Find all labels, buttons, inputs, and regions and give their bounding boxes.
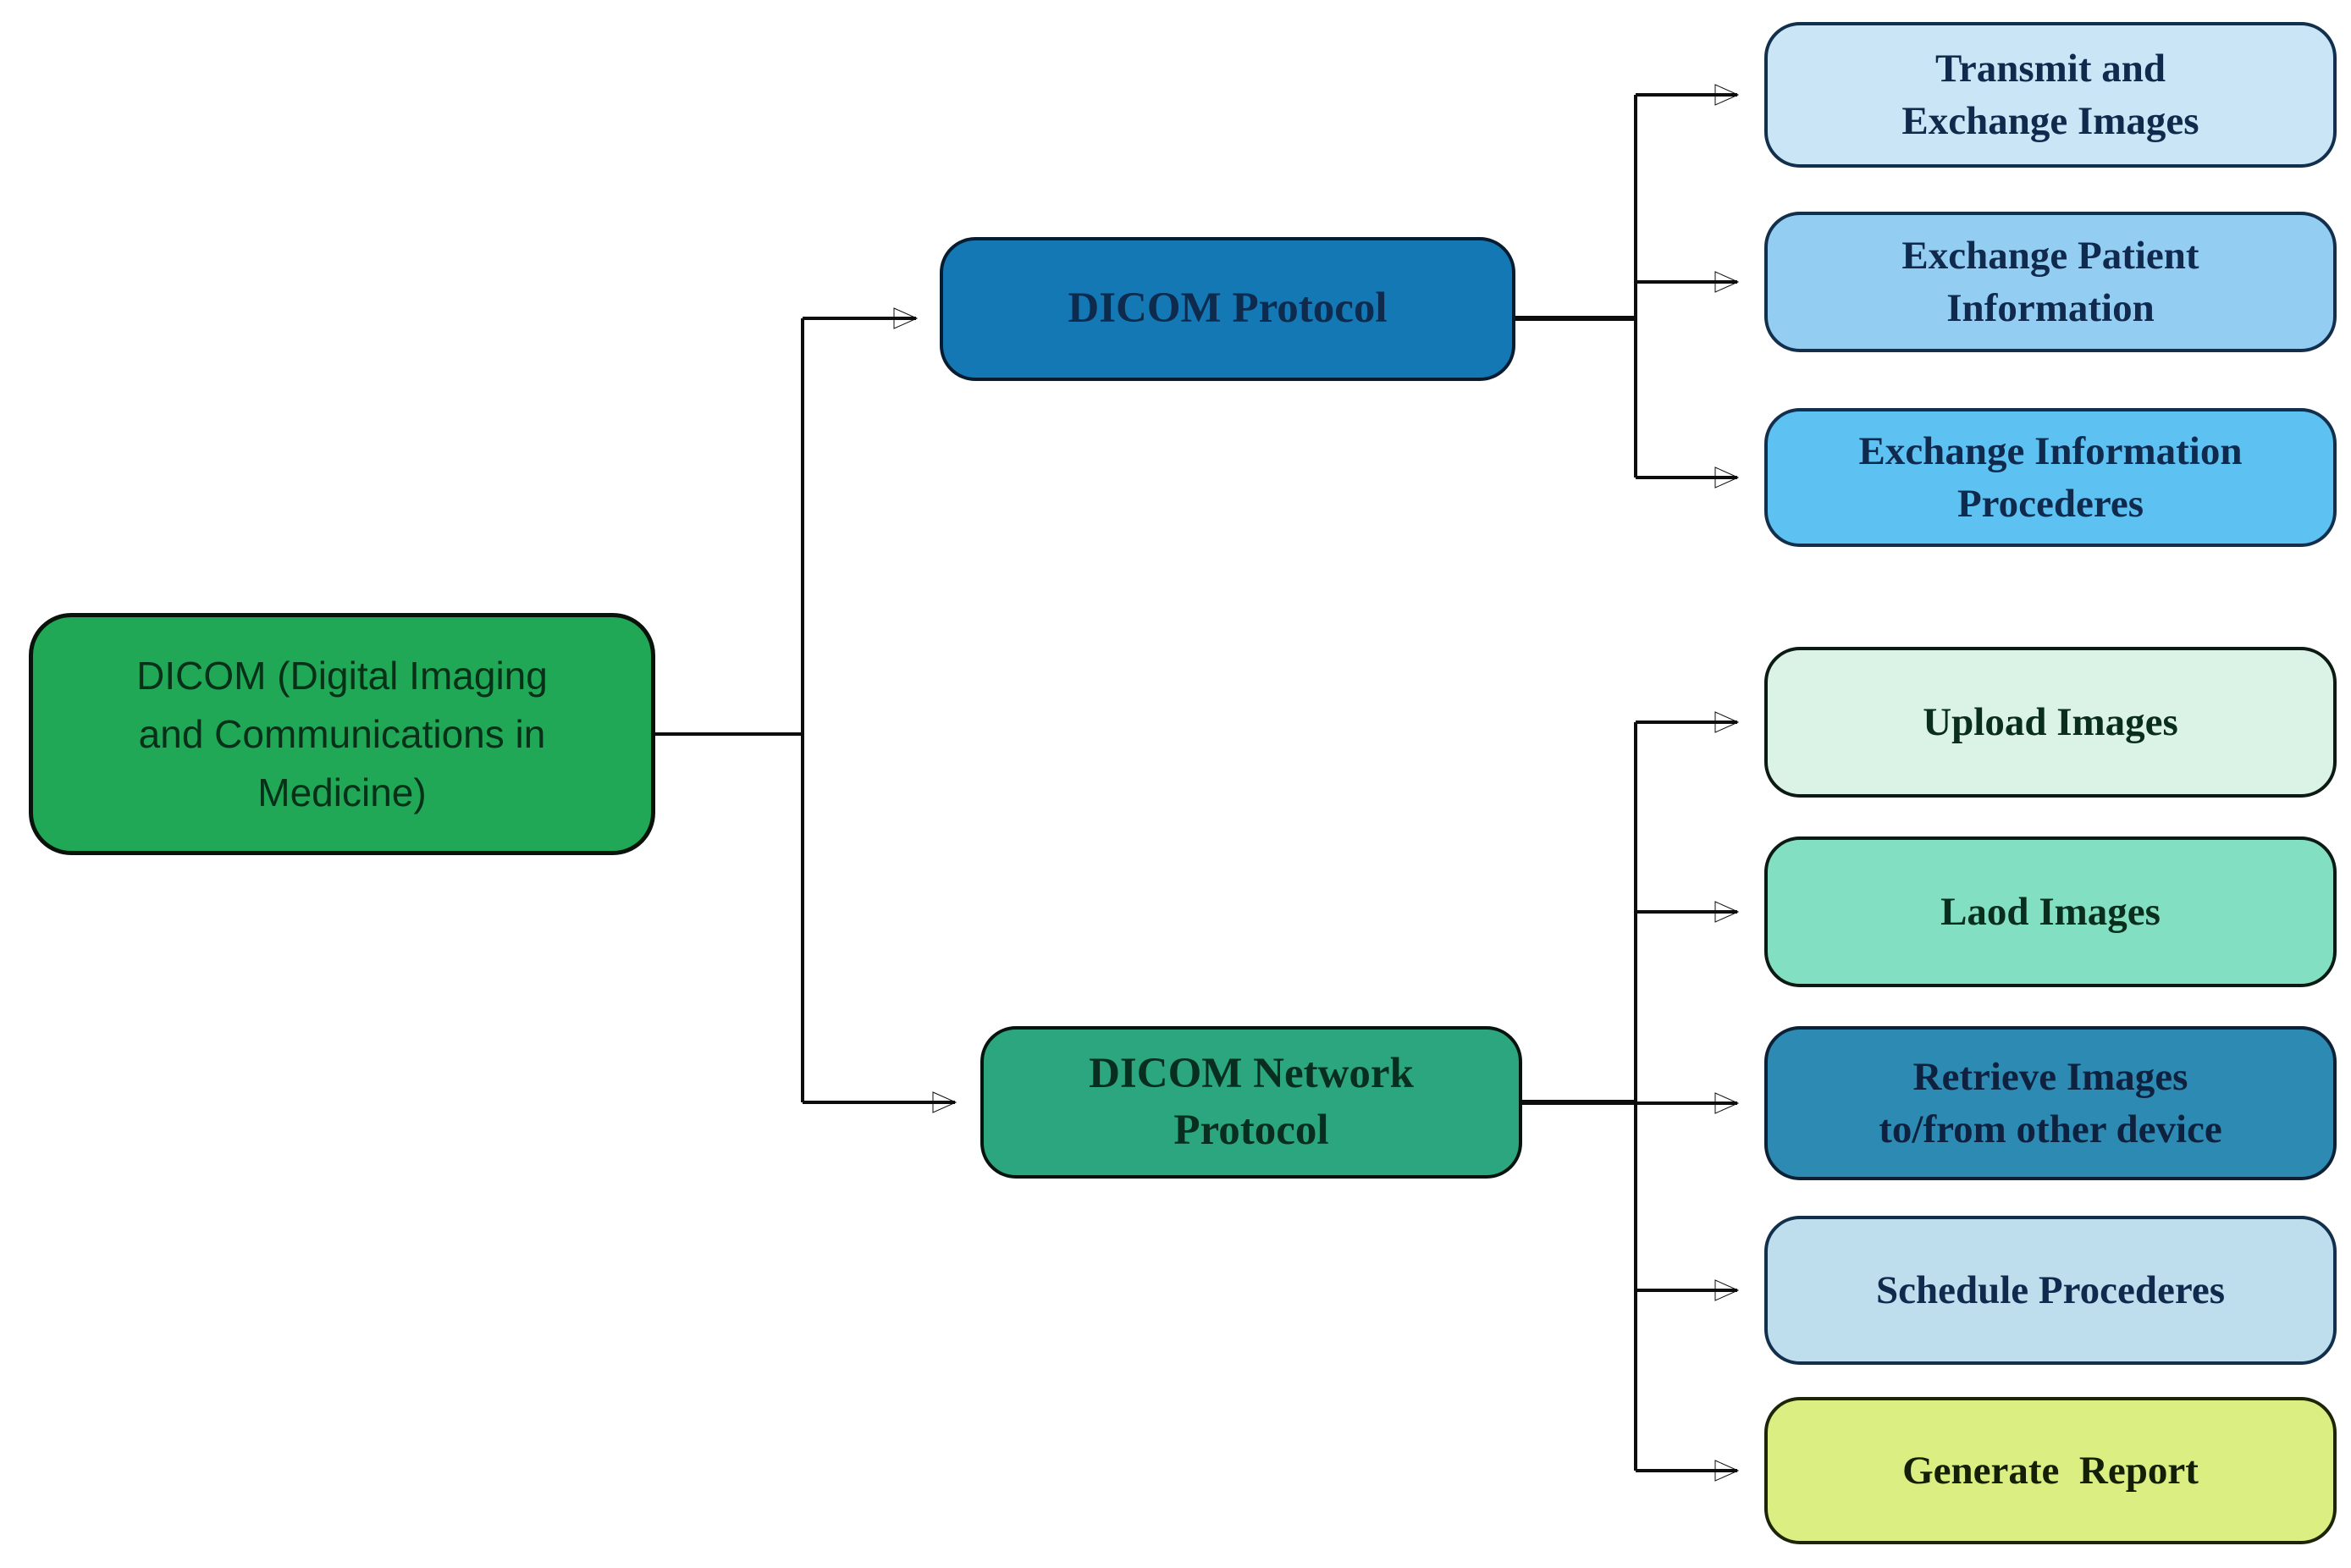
node-upload-images-label: Upload Images — [1923, 699, 2178, 744]
node-schedule-procederes-label: Schedule Procederes — [1875, 1267, 2226, 1312]
node-generate-report: Generate Report — [1764, 1397, 2337, 1544]
node-exchange-information-procederes-label: Exchange Information Procederes — [1858, 428, 2243, 526]
node-dicom-protocol-label: DICOM Protocol — [1068, 284, 1388, 333]
node-dicom-network-protocol-label: DICOM Network Protocol — [1089, 1049, 1414, 1154]
node-exchange-patient-information: Exchange Patient Information — [1764, 212, 2337, 352]
node-generate-report-label: Generate Report — [1902, 1448, 2199, 1493]
node-laod-images: Laod Images — [1764, 836, 2337, 987]
node-dicom-protocol: DICOM Protocol — [940, 237, 1515, 381]
node-upload-images: Upload Images — [1764, 647, 2337, 798]
node-transmit-exchange-images: Transmit and Exchange Images — [1764, 22, 2337, 168]
node-dicom-network-protocol: DICOM Network Protocol — [980, 1026, 1522, 1179]
node-retrieve-images-label: Retrieve Images to/from other device — [1879, 1054, 2222, 1151]
node-transmit-exchange-images-label: Transmit and Exchange Images — [1901, 46, 2199, 143]
node-retrieve-images: Retrieve Images to/from other device — [1764, 1026, 2337, 1180]
node-dicom-root: DICOM (Digital Imaging and Communication… — [29, 613, 655, 855]
node-exchange-patient-information-label: Exchange Patient Information — [1901, 233, 2199, 330]
node-dicom-root-label: DICOM (Digital Imaging and Communication… — [136, 653, 548, 814]
node-laod-images-label: Laod Images — [1940, 889, 2161, 934]
node-exchange-information-procederes: Exchange Information Procederes — [1764, 408, 2337, 547]
node-schedule-procederes: Schedule Procederes — [1764, 1216, 2337, 1365]
